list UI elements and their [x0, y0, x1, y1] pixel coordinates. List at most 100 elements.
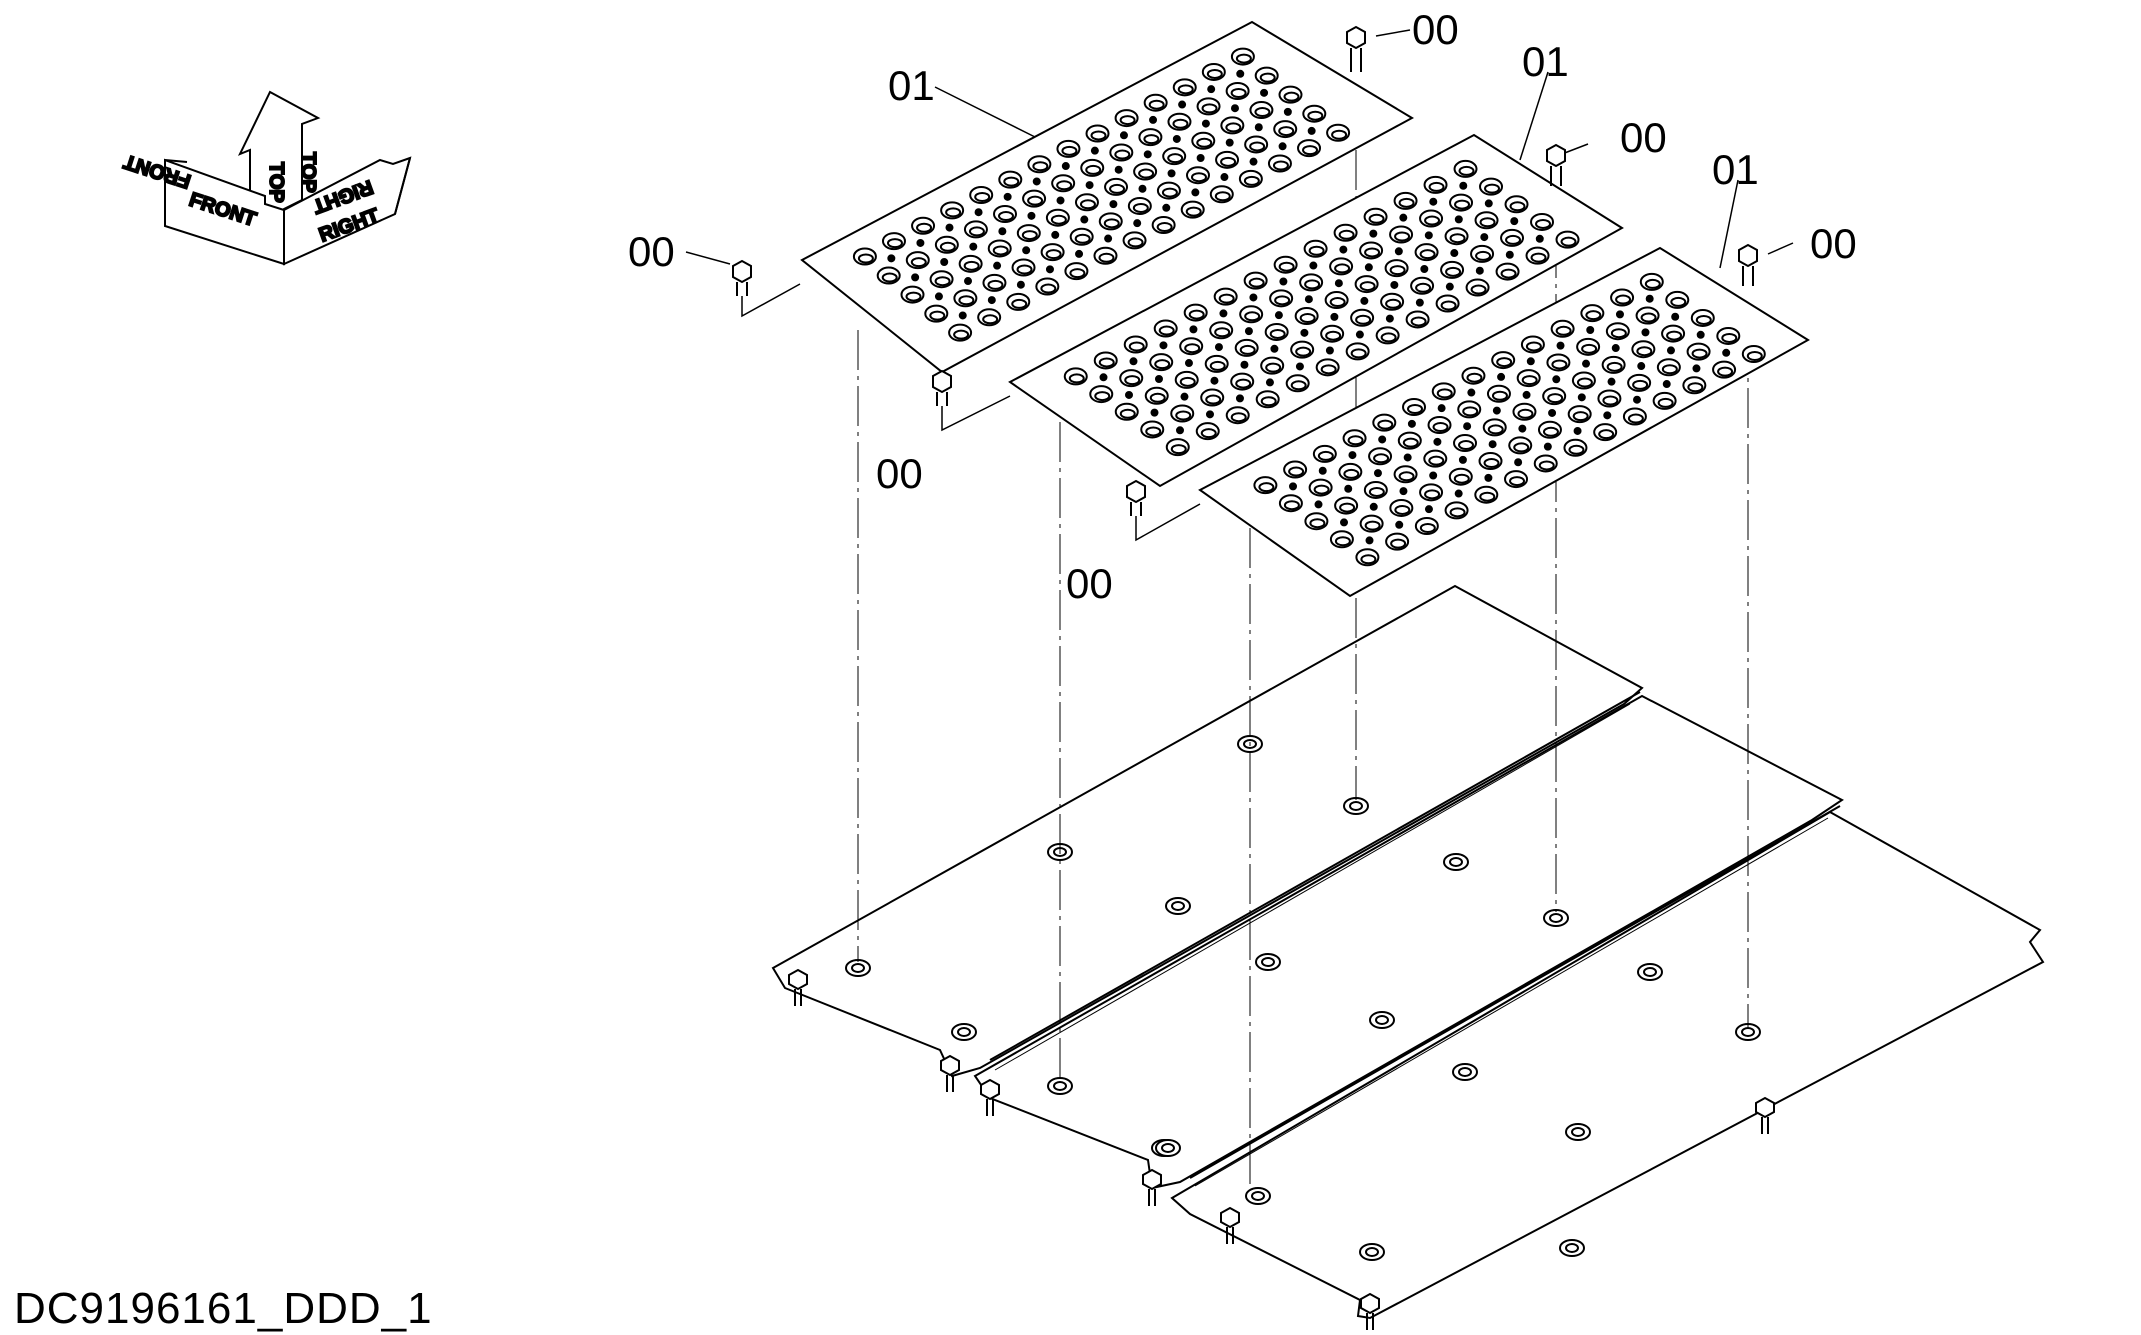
- perforation-hole-rim: [1343, 468, 1360, 479]
- perforation-hole-rim: [998, 211, 1015, 222]
- drain-dot: [1172, 134, 1181, 143]
- drain-dot: [1314, 500, 1323, 509]
- drain-dot: [887, 254, 896, 263]
- drain-dot: [1283, 107, 1292, 116]
- perforation-hole-rim: [1032, 161, 1049, 172]
- perforation-hole-rim: [1074, 233, 1091, 244]
- drain-dot: [911, 273, 920, 282]
- top-label-left: TOP: [265, 162, 287, 203]
- bolts: [732, 25, 1758, 516]
- callout-bolt-b-top: 00: [1620, 114, 1667, 161]
- perforation-hole-rim: [1290, 380, 1307, 391]
- perforation-hole-rim: [1317, 450, 1334, 461]
- drain-dot: [1365, 536, 1374, 545]
- drain-dot: [1407, 419, 1416, 428]
- bolt-a-left[interactable]: [732, 259, 752, 296]
- perforation-hole-rim: [1627, 413, 1644, 424]
- perforation-hole-rim: [1283, 91, 1300, 102]
- perforation-hole-rim: [1640, 312, 1657, 323]
- perforation-hole-rim: [1483, 458, 1500, 469]
- drain-dot: [945, 223, 954, 232]
- perforation-hole-rim: [1585, 310, 1602, 321]
- drain-dot: [1662, 380, 1671, 389]
- bolt-c-top[interactable]: [1738, 243, 1758, 286]
- floor-boss-hole: [1741, 1027, 1755, 1037]
- callout-bolt-a-left: 00: [628, 228, 675, 275]
- drain-dot: [1458, 455, 1467, 464]
- drain-dot: [1429, 471, 1438, 480]
- perforation-hole-rim: [1027, 195, 1044, 206]
- perforation-hole-rim: [1068, 373, 1085, 384]
- drain-dot: [1318, 466, 1327, 475]
- drain-dot: [1348, 451, 1357, 460]
- drain-dot: [1235, 394, 1244, 403]
- drain-dot: [1526, 357, 1535, 366]
- perforation-hole-rim: [1632, 379, 1649, 390]
- drain-dot: [1244, 327, 1253, 336]
- drain-dot: [1637, 362, 1646, 371]
- perforation-hole-rim: [1394, 504, 1411, 515]
- perforation-hole-rim: [1056, 180, 1073, 191]
- perforation-hole-rim: [1334, 263, 1351, 274]
- perforation-hole-rim: [1148, 99, 1165, 110]
- perforation-hole-rim: [1568, 444, 1585, 455]
- drain-dot: [1633, 395, 1642, 404]
- perforation-hole-rim: [1149, 392, 1166, 403]
- drain-dot: [1167, 169, 1176, 178]
- perforation-hole-rim: [1355, 314, 1372, 325]
- drain-dot: [1003, 192, 1012, 201]
- perforation-hole-rim: [1572, 411, 1589, 422]
- perforation-hole-rim: [1295, 346, 1312, 357]
- perforation-hole-rim: [1505, 234, 1522, 245]
- perforation-hole-rim: [1061, 145, 1078, 156]
- floor-boss-hole: [1161, 1143, 1175, 1153]
- perforation-hole-rim: [1050, 214, 1067, 225]
- drain-dot: [1573, 426, 1582, 435]
- drain-dot: [1582, 359, 1591, 368]
- drain-dot: [1210, 376, 1219, 385]
- drain-dot: [1399, 213, 1408, 222]
- perforation-hole-rim: [1470, 284, 1487, 295]
- perforation-hole-rim: [1167, 153, 1184, 164]
- perforation-hole-rim: [1440, 300, 1457, 311]
- perforation-hole-rim: [1509, 201, 1526, 212]
- perforation-hole-rim: [1530, 252, 1547, 263]
- perforation-hole-rim: [1090, 130, 1107, 141]
- bolt-b-left[interactable]: [932, 369, 952, 406]
- perforation-hole-rim: [1274, 295, 1291, 306]
- perforation-hole-rim: [1339, 502, 1356, 513]
- bolt-b-top[interactable]: [1546, 143, 1566, 186]
- perforation-hole-rim: [1535, 218, 1552, 229]
- drain-dot: [1645, 294, 1654, 303]
- perforation-hole-rim: [1127, 237, 1144, 248]
- perforation-hole-rim: [1143, 134, 1160, 145]
- perforation-hole-rim: [1551, 359, 1568, 370]
- bolt-a-top[interactable]: [1346, 25, 1366, 72]
- perforation-hole-rim: [929, 310, 946, 321]
- drain-dot: [1492, 406, 1501, 415]
- bolt-c-left[interactable]: [1126, 479, 1146, 516]
- drain-dot: [958, 311, 967, 320]
- drain-dot: [974, 208, 983, 217]
- drain-dot: [1364, 263, 1373, 272]
- perforation-hole-rim: [1128, 341, 1145, 352]
- perforation-hole-rim: [1746, 350, 1763, 361]
- drain-dot: [1424, 231, 1433, 240]
- perforation-hole-rim: [1377, 419, 1394, 430]
- drain-dot: [1344, 484, 1353, 493]
- perforation-hole-rim: [1364, 247, 1381, 258]
- perforation-hole-rim: [1419, 522, 1436, 533]
- perforation-hole-rim: [1394, 231, 1411, 242]
- perforation-hole-rim: [1124, 375, 1141, 386]
- perforation-hole-rim: [1230, 87, 1247, 98]
- perforation-hole-rim: [1184, 343, 1201, 354]
- perforation-hole-rim: [1610, 328, 1627, 339]
- floor-boss-hole: [1053, 1081, 1067, 1091]
- perforation-hole-rim: [1235, 53, 1252, 64]
- perforation-hole-rim: [1670, 296, 1687, 307]
- perforation-hole-rim: [1235, 378, 1252, 389]
- perforation-hole-rim: [1201, 103, 1218, 114]
- drain-dot: [987, 296, 996, 305]
- plate-holes: [852, 47, 1766, 567]
